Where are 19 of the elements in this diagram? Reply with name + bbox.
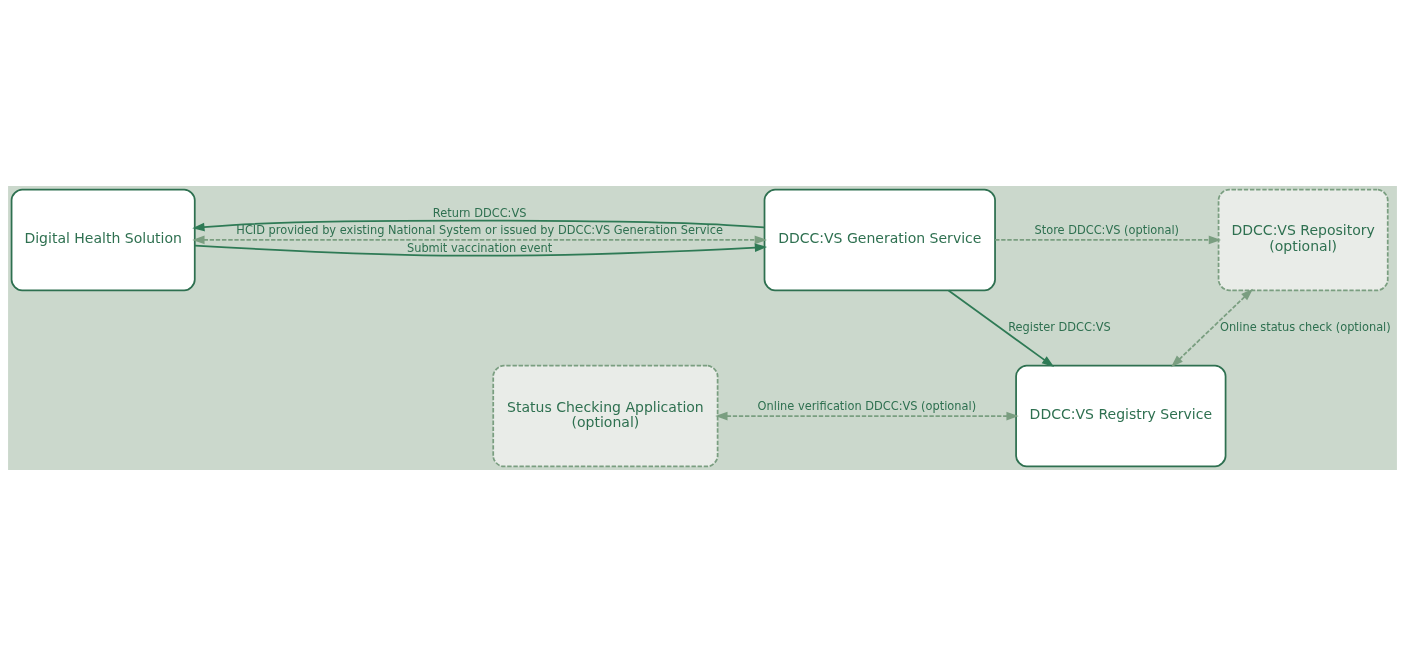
arrow	[715, 411, 1019, 420]
node-box: DDCC:VS Registry Service	[1015, 364, 1227, 467]
edge-label: HCID provided by existing National System or issued by DDCC:VS Generation Service	[236, 222, 723, 237]
node-box: Status Checking Application (optional)	[492, 364, 719, 467]
node-box: DDCC:VS Repository (optional)	[1217, 188, 1389, 291]
arrow	[947, 289, 1055, 367]
edge-label: Return DDCC:VS	[432, 205, 527, 220]
edge-label: Register DDCC:VS	[1008, 319, 1111, 334]
edge-label: Submit vaccination event	[406, 240, 553, 255]
node-box: DDCC:VS Generation Service	[763, 188, 996, 291]
edge-label: Online status check (optional)	[1219, 319, 1391, 334]
node-box: Digital Health Solution	[10, 188, 196, 291]
arrow	[194, 242, 768, 256]
edge-label: Online verification DDCC:VS (optional)	[757, 398, 977, 413]
arrow	[192, 235, 767, 244]
arrow	[192, 219, 766, 231]
arrow	[1171, 288, 1254, 367]
arrow	[994, 235, 1222, 244]
edge-label: Store DDCC:VS (optional)	[1034, 222, 1180, 237]
